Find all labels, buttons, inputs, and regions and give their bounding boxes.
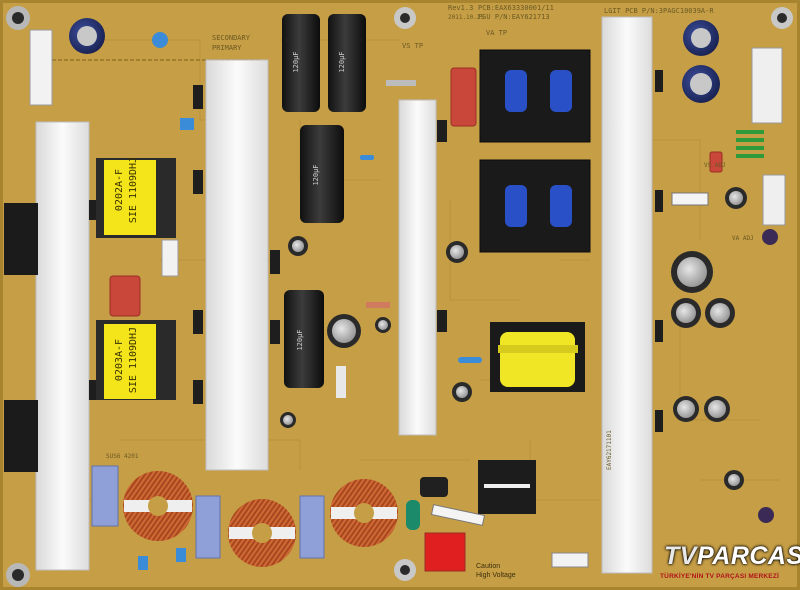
cap-label-1: 120μF bbox=[292, 51, 300, 72]
cap-label-2: 120μF bbox=[338, 51, 346, 72]
transformer-2-label-line1: 0203A-F bbox=[114, 339, 125, 381]
toroid-coils bbox=[123, 471, 398, 567]
cap-label-3: 120μF bbox=[312, 164, 320, 185]
watermark-tagline: TÜRKİYE'NİN TV PARÇASI MERKEZİ bbox=[660, 573, 780, 580]
label-sus-code: SUS6 4201 bbox=[106, 453, 139, 460]
transistors bbox=[89, 70, 663, 432]
red-capacitors bbox=[109, 67, 723, 572]
board-psu-number: PSU P/N:EAY621713 bbox=[478, 13, 550, 21]
transformers bbox=[96, 158, 176, 400]
watermark-brand-tv: TV bbox=[664, 542, 697, 570]
watermark-brand-rest: PARCASI bbox=[696, 542, 800, 570]
board-rev: Rev1.3 bbox=[448, 4, 473, 12]
watermark-brand: TVPARCASI bbox=[664, 542, 800, 571]
board-date: 2011.10.25 bbox=[448, 14, 485, 21]
label-va-adj: VA ADJ bbox=[732, 235, 754, 242]
standby-transformer bbox=[490, 322, 585, 392]
board-pcb-number: PCB:EAX63330001/11 bbox=[478, 4, 554, 12]
label-caution: Caution bbox=[476, 563, 500, 570]
small-parts bbox=[138, 32, 764, 570]
board-lgit-pcb: LGIT PCB P/N:3PAGC10039A-R bbox=[604, 7, 714, 15]
label-secondary: SECONDARY bbox=[212, 34, 251, 42]
label-model-codes: EAY62171101 bbox=[606, 430, 613, 470]
label-va-tp: VA TP bbox=[486, 29, 507, 37]
round-capacitors bbox=[69, 18, 778, 523]
cap-label-4: 120μF bbox=[296, 329, 304, 350]
label-vs-adj: VS ADJ bbox=[704, 162, 726, 169]
label-primary: PRIMARY bbox=[212, 44, 242, 52]
electrolytic-capacitors bbox=[282, 14, 366, 388]
relay bbox=[478, 460, 536, 514]
heatsinks bbox=[35, 16, 653, 574]
transformer-2-label-line2: SIE 1109DHJ bbox=[128, 327, 139, 393]
watermark: TVPARCASI TÜRKİYE'NİN TV PARÇASI MERKEZİ bbox=[658, 542, 800, 586]
label-vs-tp: VS TP bbox=[402, 42, 423, 50]
mounting-holes bbox=[6, 6, 793, 587]
right-connectors bbox=[751, 47, 786, 226]
film-capacitors bbox=[91, 465, 325, 559]
left-connectors bbox=[4, 29, 53, 472]
label-high-voltage: High Voltage bbox=[476, 572, 516, 579]
transformer-1-label-line2: SIE 1109DHJ bbox=[128, 157, 139, 223]
transformer-1-label-line1: 0202A-F bbox=[114, 169, 125, 211]
output-transformers bbox=[479, 49, 591, 253]
